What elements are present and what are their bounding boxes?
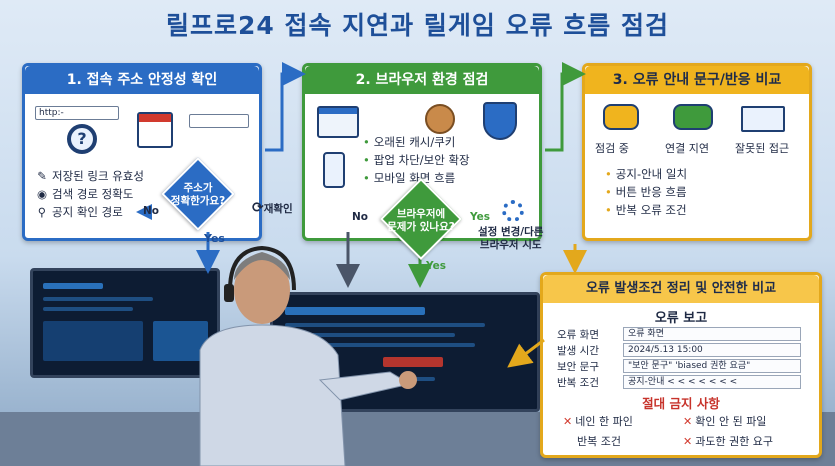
step3-icon-label-2: 연결 지연 [665,142,709,155]
search-bar [189,114,249,128]
step3-icon-label-3: 잘못된 접근 [735,142,790,155]
step1-item-3: ⚲공지 확인 경로 [35,204,123,220]
decision2-yes-label: Yes [470,211,491,223]
step3-header: 3. 오류 안내 문구/반응 비교 [585,66,809,94]
monitor-left [30,268,220,378]
step2-item-1: 오래된 캐시/쿠키 [363,134,456,150]
browser-broom-icon [317,106,359,138]
report-field-label: 보안 문구 [557,361,599,373]
mobile-phone-icon [323,152,345,188]
step1-header: 1. 접속 주소 안정성 확인 [25,66,259,94]
step4-panel: 오류 발생조건 정리 및 안전한 비교 오류 보고 오류 화면 오류 화면 발생… [540,272,822,458]
decision2-no-label: No [352,211,369,223]
step2-item-3: 모바일 화면 흐름 [363,170,455,186]
chat-bubbles-icon [673,104,713,130]
step1-item-1: ✎저장된 링크 유효성 [35,168,144,184]
x-icon: ✕ [563,415,573,428]
url-bar: http:- [35,106,119,120]
step3-item-1: 공지-안내 일치 [605,166,687,182]
report-title: 오류 보고 [654,311,708,326]
step3-icon-label-1: 점검 중 [595,142,629,155]
pencil-icon: ✎ [37,169,47,183]
report-field-label: 발생 시간 [557,345,599,357]
report-field-value: 2024/5.13 15:00 [623,343,801,357]
report-field-value: 공지-안내 < < < < < < < [623,375,801,389]
speech-bubble-icon [603,104,639,130]
step4-header: 오류 발생조건 정리 및 안전한 비교 [543,275,819,303]
forbidden-title: 절대 금지 사항 [642,396,720,411]
report-field-label: 오류 화면 [557,329,599,341]
step2-header: 2. 브라우저 환경 점검 [305,66,539,94]
step1-item-2: ◉검색 경로 정확도 [36,187,134,201]
recheck-label: ⟳재확인 [252,200,293,216]
magnifier-icon: ? [67,124,97,154]
step3-item-2: 버튼 반응 흐름 [605,184,687,200]
refresh-icon: ⟳ [252,200,264,216]
report-field-value: "보안 문구" 'biased 권한 요금" [623,359,801,373]
forbidden-sub: 반복 조건 [577,435,621,448]
step3-item-3: 반복 오류 조건 [605,202,687,218]
x-icon: ✕ [683,435,693,448]
page-title: 릴프로24 접속 지연과 릴게임 오류 흐름 점검 [165,11,669,40]
cookie-icon [425,104,455,134]
url-text: http:- [39,108,64,118]
decision-text-address: 주소가 정확한가요? [170,182,226,207]
decision1-no-label: No [143,205,160,217]
laptop-icon [741,106,785,132]
forbidden-item-2: ✕확인 안 된 파일 [683,415,767,428]
report-field-label: 반복 조건 [557,377,599,389]
globe-icon: ◉ [36,187,48,201]
forbidden-item-1: ✕네인 한 파인 [563,415,633,428]
step2-item-2: 팝업 차단/보안 확장 [363,152,470,168]
report-field-value: 오류 화면 [623,327,801,341]
settings-change-label: 설정 변경/다른 브라우저 시도 [478,226,544,251]
forbidden-item-3: ✕과도한 권한 요구 [683,435,774,448]
x-icon: ✕ [683,415,693,428]
step3-panel: 3. 오류 안내 문구/반응 비교 점검 중 연결 지연 잘못된 접근 공지-안… [582,63,812,241]
gear-icon [502,200,524,222]
search-icon: ⚲ [37,205,47,219]
decision2-yes-label-2: Yes [426,260,447,272]
decision1-yes-label: Yes [204,232,225,245]
decision-text-browser: 브라우저에 문제가 있나요? [387,208,455,233]
shield-gear-icon [483,102,517,140]
calendar-icon [137,112,173,148]
